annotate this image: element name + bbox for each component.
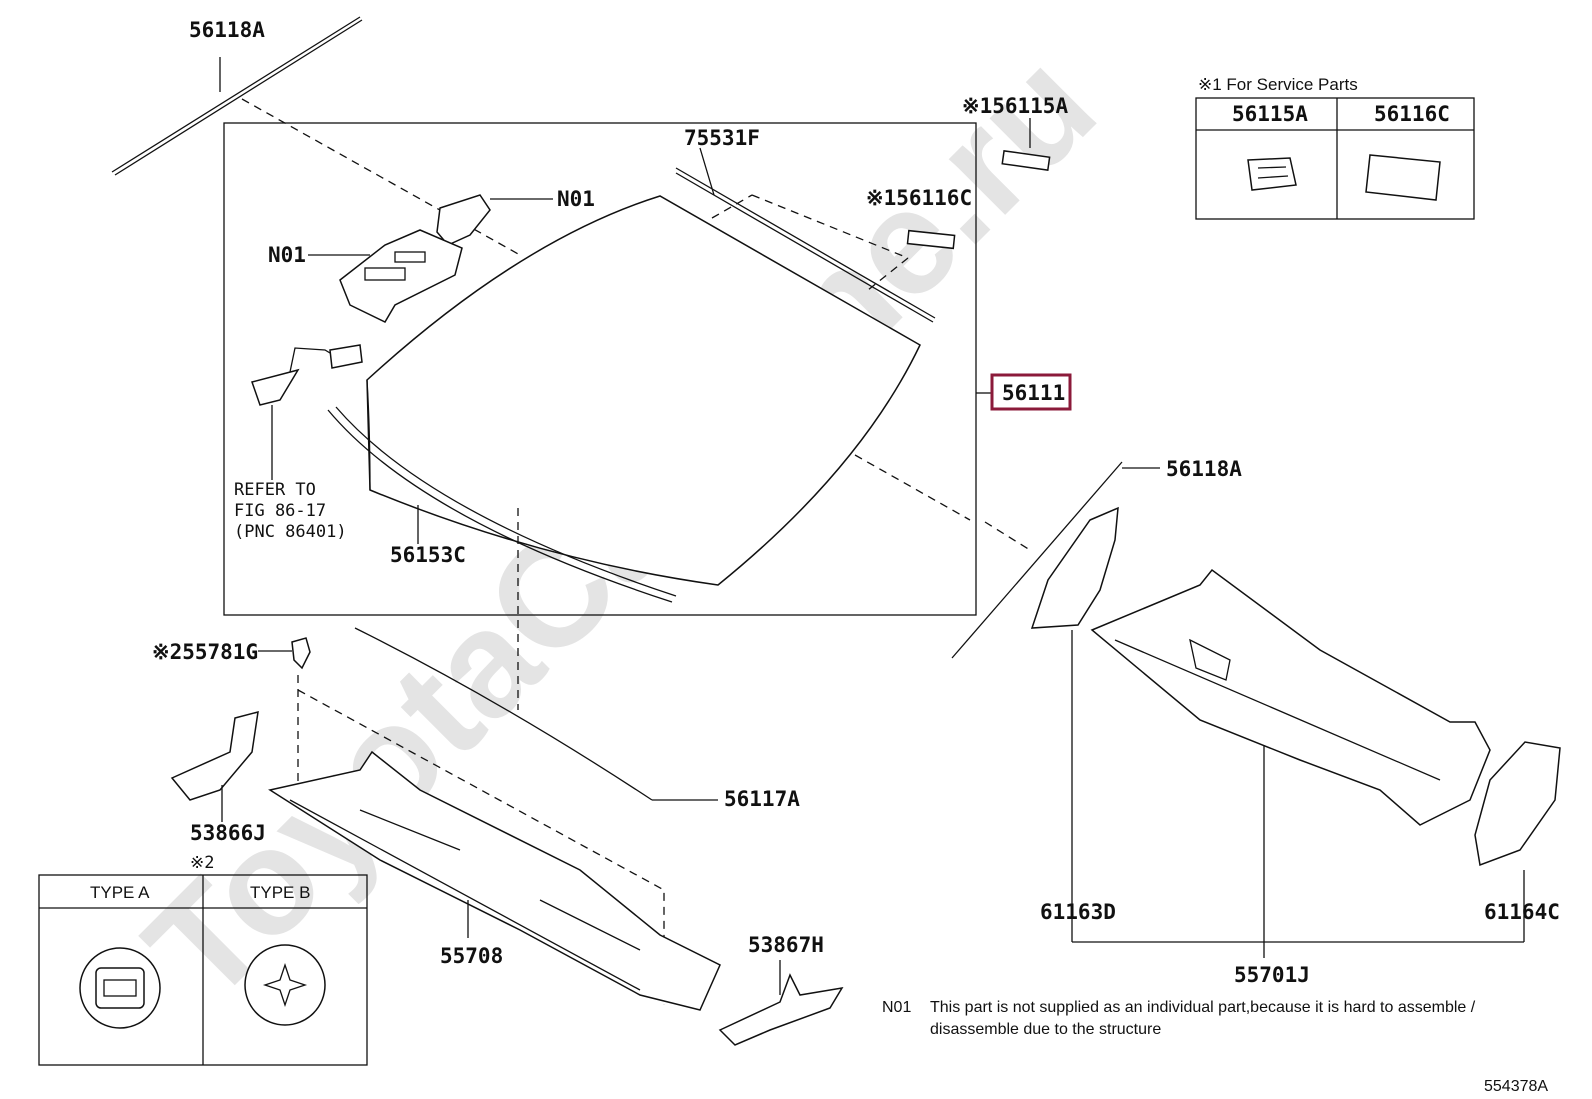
moulding-56118a-right [951,461,1123,659]
dash-panel-55701j [1090,568,1491,826]
label-56115a[interactable]: ※156115A [962,94,1068,118]
label-n01-left[interactable]: N01 [268,243,306,267]
part-56115a [1001,150,1051,171]
note-line2: disassemble due to the structure [930,1021,1161,1038]
label-56117a[interactable]: 56117A [724,787,800,811]
highlight-box-56111 [990,373,1072,411]
seal-53866j [170,710,259,801]
sensor-connector [329,344,363,369]
note-line1: This part is not supplied as an individu… [930,999,1476,1016]
label-56116c[interactable]: ※156116C [866,186,972,210]
service-part-56115a-image [1247,157,1297,191]
clip-55781g [291,637,311,670]
note-code: N01 [882,999,911,1016]
refer-text-line3[interactable]: (PNC 86401) [234,522,347,542]
moulding-56118a-top [111,16,361,173]
label-53867h[interactable]: 53867H [748,933,824,957]
panel-61164c [1474,741,1561,867]
label-n01-right[interactable]: N01 [557,187,595,211]
service-parts-title: ※1 For Service Parts [1198,75,1358,94]
dam-56153c [327,409,673,603]
service-col2-header[interactable]: 56116C [1374,102,1450,126]
clip-type-b-label[interactable]: TYPE B [250,883,310,902]
diagram-id: 554378A [1484,1078,1548,1095]
label-53866j[interactable]: 53866J [190,821,266,845]
label-61164c[interactable]: 61164C [1484,900,1560,924]
bracket-n01-left [339,229,463,323]
label-75531f[interactable]: 75531F [684,126,760,150]
label-56111[interactable]: 56111 [1002,381,1065,405]
windshield-glass [366,195,921,586]
label-55701j[interactable]: 55701J [1234,963,1310,987]
part-56116c [906,229,956,250]
service-part-56116c-image [1365,154,1441,201]
seal-53867h [718,973,844,1046]
service-parts-table [1195,97,1475,220]
bracket-n01-right [436,194,491,246]
clip-types-marker: ※2 [190,853,214,873]
sensor-mount [251,368,300,406]
label-56118a-top[interactable]: 56118A [189,18,265,42]
weatherstrip-56117a [354,627,653,801]
clip-type-b-image [244,944,326,1026]
label-56153c[interactable]: 56153C [390,543,466,567]
service-col1-header[interactable]: 56115A [1232,102,1308,126]
refer-text-line1[interactable]: REFER TO [234,480,316,500]
clip-type-a-label[interactable]: TYPE A [90,883,150,902]
label-55781g[interactable]: ※255781G [152,640,258,664]
label-56118a-right[interactable]: 56118A [1166,457,1242,481]
label-61163d[interactable]: 61163D [1040,900,1116,924]
moulding-75531f [675,167,936,319]
label-55708[interactable]: 55708 [440,944,503,968]
assembly-frame [223,122,977,616]
cowl-louver-55708 [268,750,721,1011]
refer-text-line2[interactable]: FIG 86-17 [234,501,326,521]
panel-61163d [1030,506,1119,629]
